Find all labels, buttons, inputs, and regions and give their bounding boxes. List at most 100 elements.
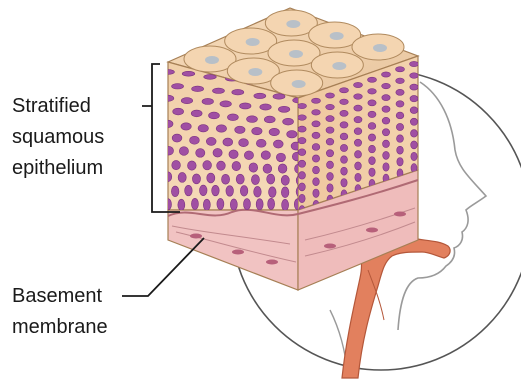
connective-nucleus [232, 250, 244, 255]
cell-nucleus [276, 153, 285, 162]
cell-nucleus [396, 67, 405, 72]
cell-nucleus [340, 133, 348, 140]
cell-nucleus [312, 132, 320, 138]
cell-nucleus [383, 151, 390, 159]
cell-nucleus [341, 167, 348, 175]
cell-nucleus [263, 164, 272, 173]
cell-nucleus [179, 147, 188, 156]
cell-nucleus [191, 110, 202, 117]
cell-nucleus [354, 94, 363, 100]
cell-nucleus [209, 112, 220, 119]
cell-nucleus [382, 129, 389, 136]
cell-nucleus [203, 199, 210, 210]
cell-nucleus [299, 172, 306, 180]
cell-nucleus [382, 117, 390, 124]
cell-nucleus [254, 186, 262, 197]
cell-nucleus [220, 101, 231, 107]
cell-nucleus [313, 178, 320, 186]
cell-nucleus [256, 199, 263, 210]
cell-nucleus [217, 198, 224, 209]
cell-nucleus [203, 161, 212, 170]
cell-nucleus [411, 152, 417, 160]
cell-nucleus [178, 199, 185, 210]
cell-nucleus [269, 187, 277, 198]
cell-nucleus [162, 70, 175, 75]
basement-label-line1: Basement [12, 284, 102, 308]
cell-nucleus [178, 172, 186, 182]
cell-nucleus [369, 157, 376, 165]
stratified-label-line1: Stratified [12, 94, 91, 118]
cell-nucleus [368, 89, 377, 95]
cell-nucleus [236, 174, 244, 184]
connective-nucleus [324, 244, 336, 249]
cell-nucleus [227, 114, 238, 121]
surface-nucleus [330, 32, 344, 40]
cell-nucleus [281, 187, 289, 198]
cell-nucleus [216, 125, 226, 132]
cell-nucleus [235, 126, 245, 133]
cell-nucleus [278, 164, 287, 173]
cell-nucleus [207, 173, 215, 183]
cell-nucleus [187, 161, 196, 170]
surface-nucleus [289, 50, 303, 58]
cell-nucleus [382, 106, 390, 112]
cell-nucleus [198, 125, 208, 132]
cell-nucleus [354, 105, 362, 111]
cell-nucleus [223, 138, 233, 146]
cell-nucleus [269, 128, 279, 135]
cell-nucleus [312, 155, 319, 162]
cell-nucleus [312, 121, 320, 127]
cell-nucleus [162, 95, 173, 101]
surface-nucleus [246, 38, 260, 46]
cell-nucleus [326, 116, 334, 122]
cell-nucleus [340, 122, 348, 128]
cell-nucleus [222, 174, 230, 184]
cell-nucleus [298, 160, 305, 167]
cell-nucleus [230, 199, 237, 210]
cell-nucleus [182, 71, 195, 76]
cell-nucleus [383, 163, 389, 171]
cell-nucleus [368, 100, 376, 106]
cell-nucleus [190, 136, 200, 144]
cell-nucleus [181, 98, 192, 104]
cell-nucleus [254, 93, 266, 98]
cell-nucleus [298, 126, 306, 132]
cell-nucleus [267, 174, 275, 184]
cell-nucleus [199, 185, 207, 196]
cell-nucleus [340, 99, 349, 105]
surface-nucleus [286, 20, 300, 28]
cell-nucleus [212, 185, 220, 196]
cell-nucleus [281, 175, 289, 185]
cell-nucleus [354, 116, 362, 122]
cell-nucleus [240, 185, 248, 196]
cell-nucleus [287, 131, 297, 138]
cell-nucleus [196, 149, 205, 158]
cell-nucleus [326, 104, 335, 110]
cell-nucleus [383, 140, 390, 148]
connective-nucleus [190, 234, 202, 239]
cell-nucleus [172, 134, 182, 142]
cell-nucleus [313, 166, 320, 174]
cell-nucleus [396, 112, 404, 119]
cell-nucleus [192, 174, 200, 184]
cell-nucleus [298, 115, 307, 121]
cell-nucleus [326, 138, 334, 145]
cell-nucleus [192, 86, 204, 91]
cell-nucleus [340, 144, 347, 151]
tissue-block [162, 8, 419, 290]
surface-nucleus [373, 44, 387, 52]
cell-nucleus [354, 139, 361, 146]
cell-nucleus [368, 134, 375, 141]
cell-nucleus [247, 116, 258, 123]
basement-label-line2: membrane [12, 315, 108, 339]
cell-nucleus [278, 106, 289, 112]
cell-nucleus [172, 160, 181, 169]
cell-nucleus [252, 127, 262, 134]
cell-nucleus [382, 95, 390, 101]
cell-nucleus [240, 103, 251, 109]
cell-nucleus [341, 156, 348, 164]
cell-nucleus [298, 149, 306, 156]
cell-nucleus [410, 118, 417, 125]
cell-nucleus [181, 123, 191, 130]
stratified-label-line3: epithelium [12, 156, 103, 180]
